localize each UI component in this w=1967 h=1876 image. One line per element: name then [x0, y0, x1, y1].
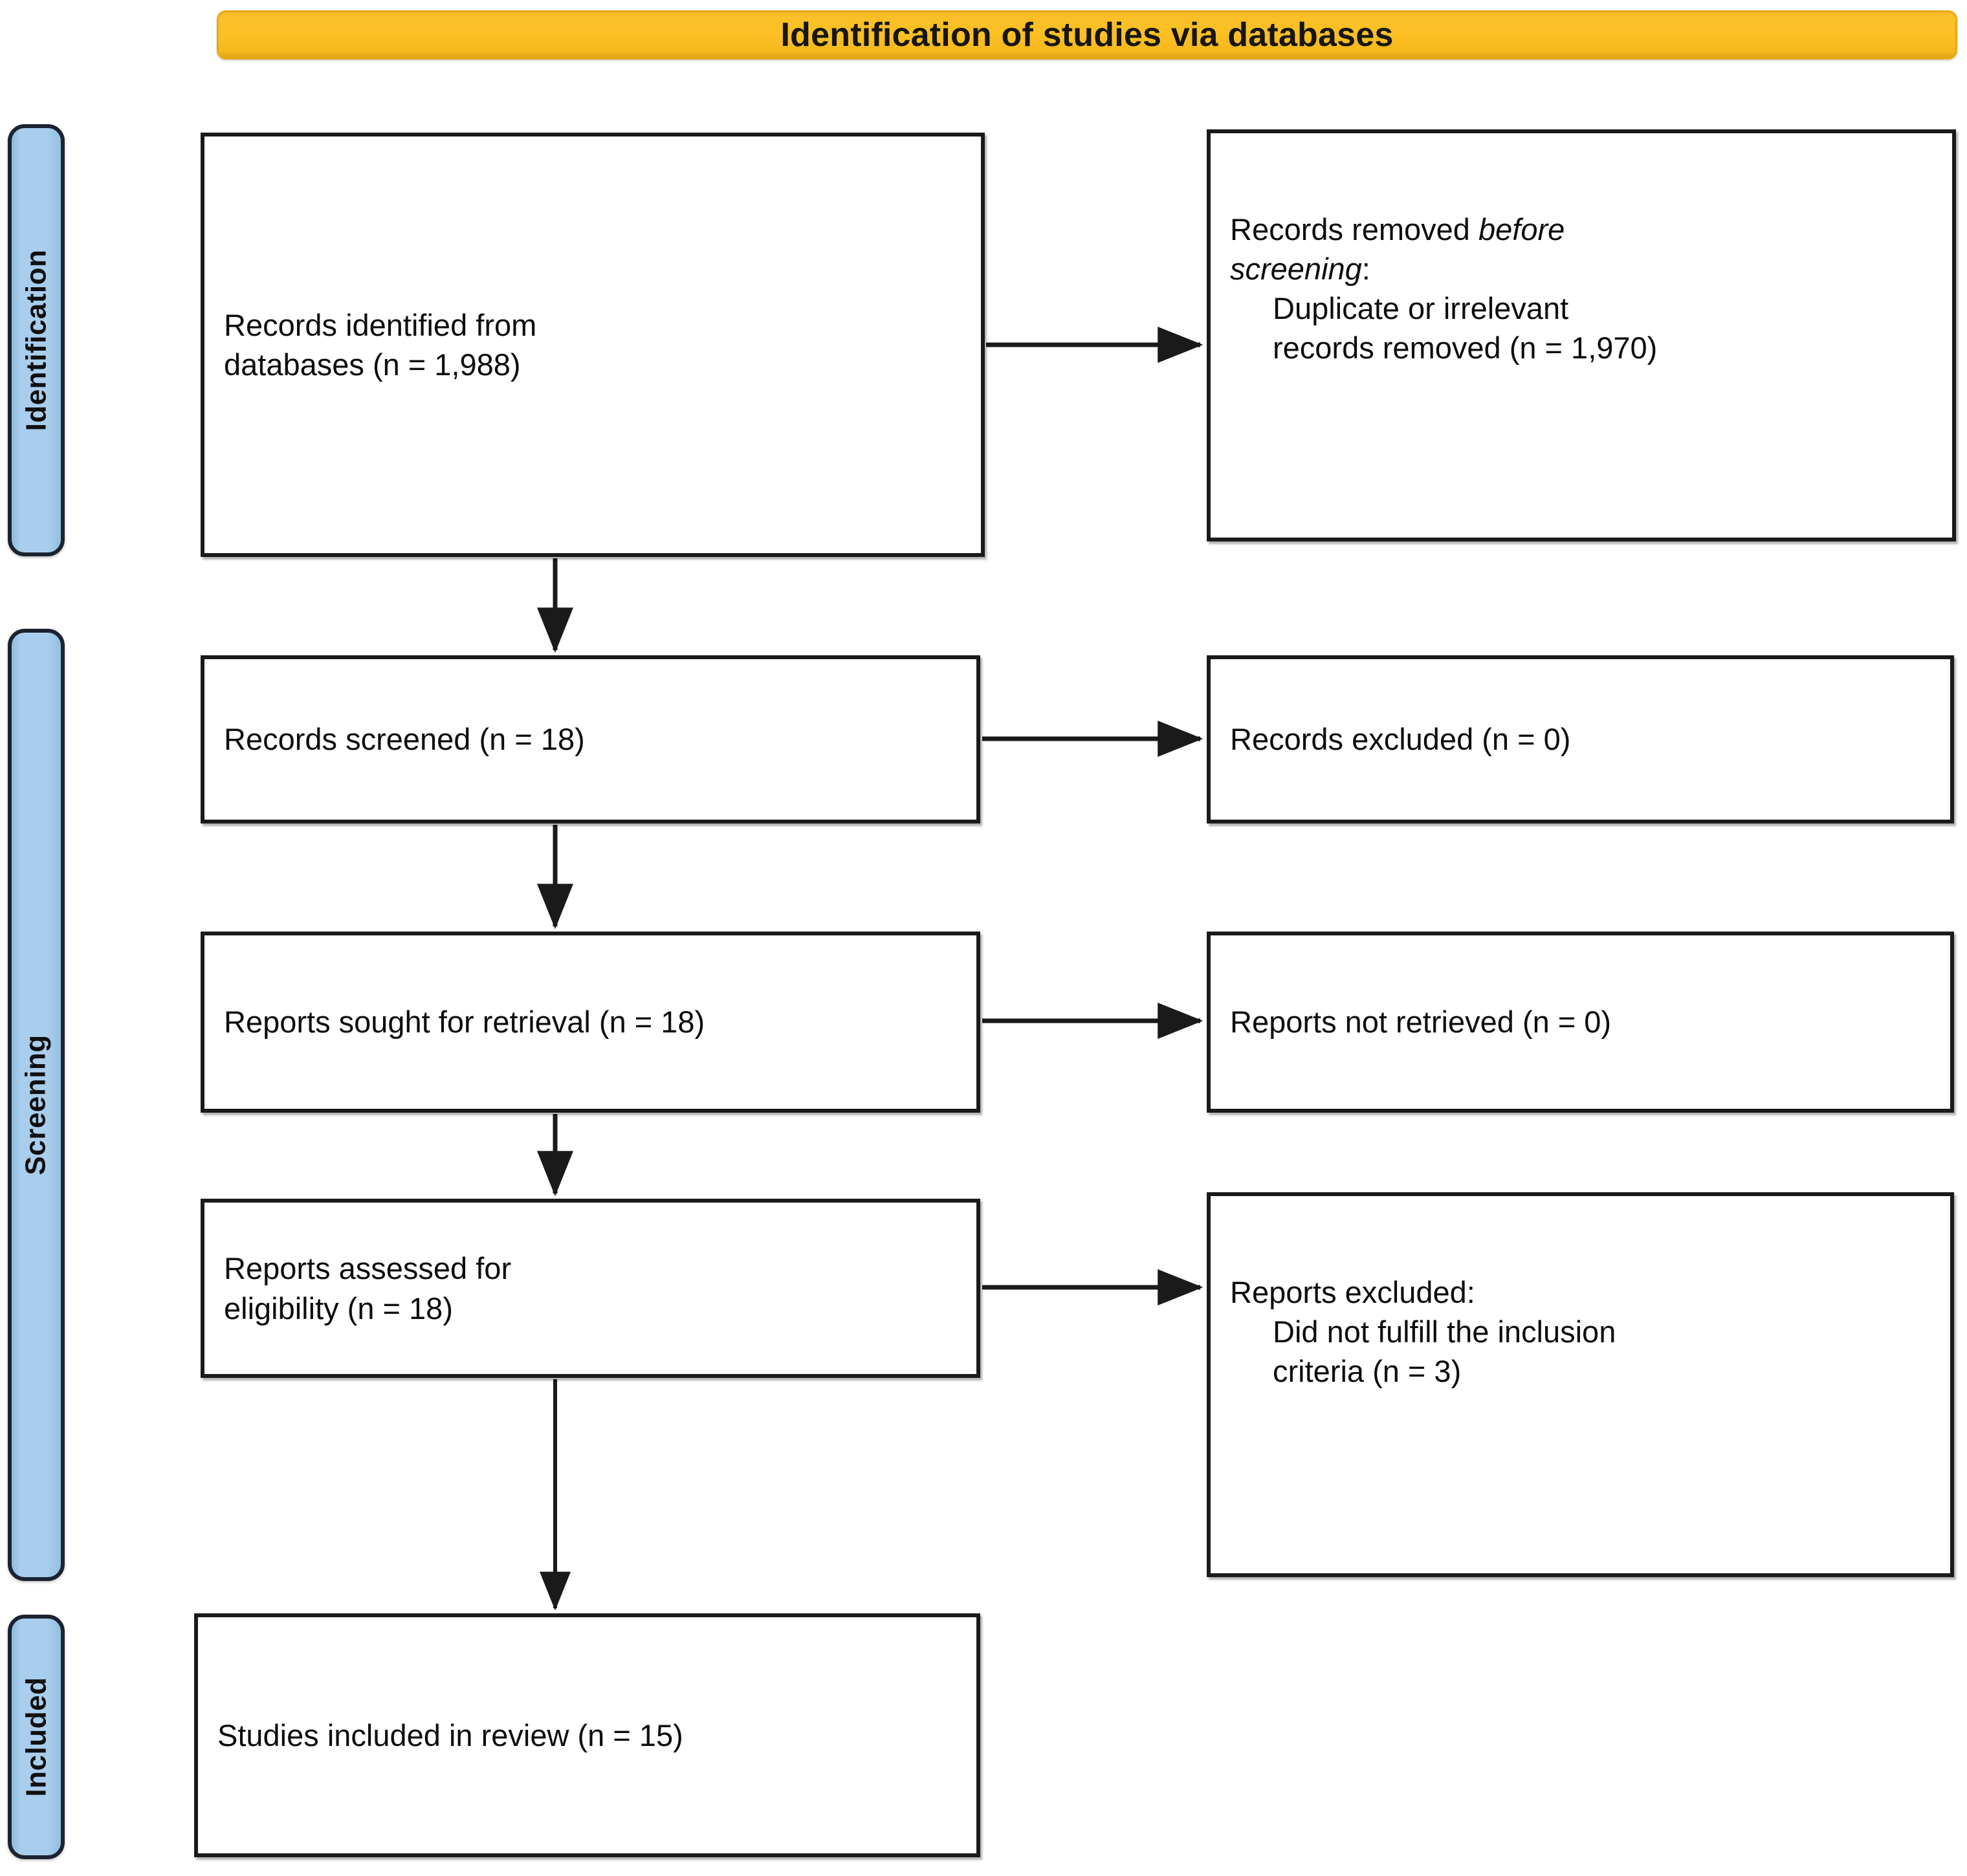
reports-excluded-line1: Reports excluded: [1230, 1275, 1475, 1309]
records-removed-line1-emphasis: before [1478, 212, 1565, 246]
reports-excluded-line3: criteria (n = 3) [1273, 1354, 1462, 1389]
stage-pill-screening: Screening [8, 629, 65, 1581]
reports-sought-line1: Reports sought for retrieval (n = 18) [224, 1005, 705, 1040]
records-removed-line4: records removed (n = 1,970) [1273, 331, 1658, 365]
box-records-identified: Records identified from databases (n = 1… [201, 133, 985, 557]
box-reports-assessed-text: Reports assessed for eligibility (n = 18… [224, 1249, 957, 1327]
box-reports-sought: Reports sought for retrieval (n = 18) [201, 932, 980, 1113]
records-removed-line2-colon: : [1361, 252, 1370, 287]
reports-not-retrieved-line1: Reports not retrieved (n = 0) [1230, 1005, 1612, 1040]
records-screened-line1: Records screened (n = 18) [224, 722, 585, 757]
reports-excluded-line2: Did not fulfill the inclusion [1273, 1314, 1616, 1349]
box-records-identified-text: Records identified from databases (n = 1… [224, 305, 962, 384]
records-identified-line2: databases (n = 1,988) [224, 347, 521, 382]
box-reports-sought-text: Reports sought for retrieval (n = 18) [224, 1002, 957, 1042]
stage-pill-identification: Identification [8, 124, 65, 556]
reports-assessed-line1: Reports assessed for [224, 1251, 512, 1286]
box-studies-included-text: Studies included in review (n = 15) [217, 1716, 957, 1755]
studies-included-line1: Studies included in review (n = 15) [217, 1718, 683, 1752]
stage-label-included: Included [20, 1677, 52, 1797]
records-removed-line1-a: Records removed [1230, 212, 1478, 246]
records-excluded-line1: Records excluded (n = 0) [1230, 722, 1571, 757]
box-reports-excluded: Reports excluded: Did not fulfill the in… [1207, 1192, 1954, 1577]
box-records-excluded: Records excluded (n = 0) [1207, 655, 1954, 823]
box-reports-excluded-text: Reports excluded: Did not fulfill the in… [1230, 1272, 1931, 1391]
box-records-removed-text: Records removed before screening: Duplic… [1230, 210, 1933, 367]
records-identified-line1: Records identified from [224, 307, 537, 342]
box-records-screened-text: Records screened (n = 18) [224, 719, 957, 759]
records-removed-line3: Duplicate or irrelevant [1273, 291, 1569, 326]
stage-label-screening: Screening [20, 1034, 52, 1175]
reports-assessed-line2: eligibility (n = 18) [224, 1291, 453, 1325]
records-removed-line2-emphasis: screening [1230, 252, 1362, 287]
box-reports-not-retrieved-text: Reports not retrieved (n = 0) [1230, 1002, 1931, 1042]
box-reports-assessed: Reports assessed for eligibility (n = 18… [201, 1199, 980, 1378]
header-title: Identification of studies via databases [780, 16, 1394, 54]
box-studies-included: Studies included in review (n = 15) [194, 1613, 980, 1857]
box-records-excluded-text: Records excluded (n = 0) [1230, 719, 1931, 759]
stage-label-identification: Identification [20, 249, 52, 431]
box-records-screened: Records screened (n = 18) [201, 655, 980, 823]
header-banner: Identification of studies via databases [217, 10, 1957, 60]
stage-pill-included: Included [8, 1615, 65, 1859]
box-records-removed: Records removed before screening: Duplic… [1207, 129, 1956, 541]
box-reports-not-retrieved: Reports not retrieved (n = 0) [1207, 932, 1954, 1113]
